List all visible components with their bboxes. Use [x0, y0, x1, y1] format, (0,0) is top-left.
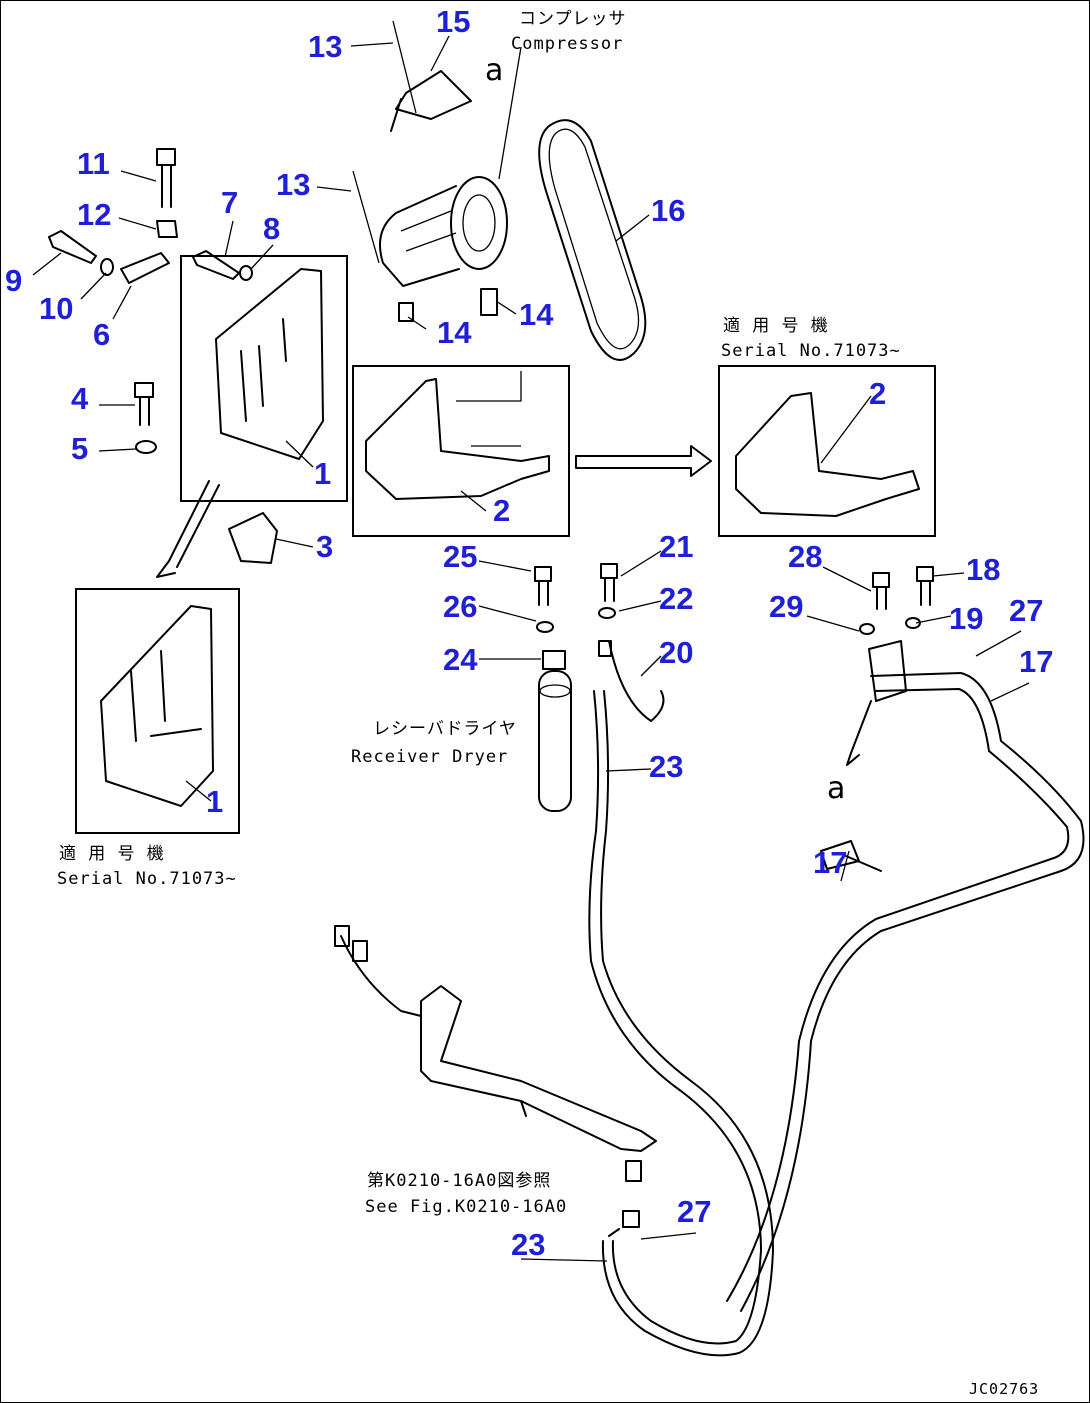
callout-29: 29	[769, 589, 804, 624]
callout-9: 9	[5, 263, 23, 298]
callout-17: 17	[1019, 644, 1054, 679]
callout-18: 18	[966, 552, 1001, 587]
callout-15: 15	[436, 4, 471, 39]
hose-20	[608, 640, 665, 722]
callout-11: 11	[77, 146, 110, 181]
bolt-11	[156, 148, 178, 238]
callout-13-lower: 13	[276, 167, 311, 202]
part-3	[228, 512, 278, 564]
callout-1-alt: 1	[206, 784, 224, 819]
bracket-1-frame	[180, 255, 348, 502]
see-fig-label-en: See Fig.K0210-16A0	[365, 1197, 568, 1217]
belt-16	[538, 119, 647, 361]
drawing-code: JC02763	[969, 1380, 1040, 1398]
callout-25: 25	[443, 539, 478, 574]
reference-a-right: a	[827, 771, 846, 806]
mount-bracket	[334, 925, 657, 1237]
hose-17	[726, 640, 1085, 1312]
callout-23-lower: 23	[511, 1227, 546, 1262]
serial-label-right-jp: 適 用 号 機	[723, 316, 829, 336]
callout-14-right: 14	[519, 297, 554, 332]
callout-10: 10	[39, 291, 74, 326]
callout-26: 26	[443, 589, 478, 624]
receiver-label-en: Receiver Dryer	[351, 747, 509, 767]
small-hardware	[48, 230, 253, 284]
callout-7: 7	[221, 185, 239, 220]
bracket-2-alt	[735, 392, 920, 517]
callout-14-left: 14	[437, 315, 472, 350]
compressor-label-en: Compressor	[511, 34, 624, 54]
callout-24: 24	[443, 642, 478, 677]
callout-12: 12	[77, 197, 112, 232]
callout-3: 3	[316, 529, 334, 564]
bracket-1-alt	[100, 605, 214, 807]
bracket-2-frame	[352, 365, 570, 537]
receiver-dryer	[538, 650, 572, 812]
reference-a-top: a	[485, 53, 504, 88]
callout-20: 20	[659, 635, 694, 670]
bolts-28-18	[859, 566, 934, 635]
bracket-1-alt-frame	[75, 588, 240, 834]
arrow-right	[575, 445, 712, 477]
bracket-2-alt-frame	[718, 365, 936, 537]
serial-label-left-en: Serial No.71073~	[57, 869, 237, 889]
callout-2: 2	[493, 493, 511, 528]
callout-23: 23	[649, 749, 684, 784]
bracket-2	[365, 378, 550, 500]
compressor-drawing	[352, 20, 508, 322]
callout-4: 4	[71, 381, 89, 416]
callout-22: 22	[659, 581, 694, 616]
bolt-4	[134, 382, 157, 454]
callout-5: 5	[71, 431, 89, 466]
leader-lines	[32, 35, 1030, 1262]
callout-13: 13	[308, 29, 343, 64]
compressor-label-jp: コンプレッサ	[519, 9, 627, 29]
receiver-label-jp: レシーバドライヤ	[373, 719, 517, 739]
arrow-to-a	[846, 700, 872, 766]
callout-6: 6	[93, 317, 111, 352]
arrow-down-left	[156, 480, 220, 578]
serial-label-left-jp: 適 用 号 機	[59, 844, 165, 864]
callout-21: 21	[659, 529, 694, 564]
callout-17-lower: 17	[813, 845, 848, 880]
bolts-25-21	[534, 563, 618, 633]
callout-28: 28	[788, 539, 823, 574]
bracket-1	[215, 268, 324, 460]
serial-label-right-en: Serial No.71073~	[721, 341, 901, 361]
bracket-15	[390, 70, 472, 132]
callout-16: 16	[651, 193, 686, 228]
callout-1: 1	[314, 456, 332, 491]
hose-23	[588, 690, 774, 1357]
see-fig-label-jp: 第K0210-16A0図参照	[367, 1171, 552, 1191]
callout-2-alt: 2	[869, 376, 887, 411]
callout-19: 19	[949, 601, 984, 636]
callout-27: 27	[1009, 593, 1044, 628]
callout-27-lower: 27	[677, 1194, 712, 1229]
callout-8: 8	[263, 211, 281, 246]
